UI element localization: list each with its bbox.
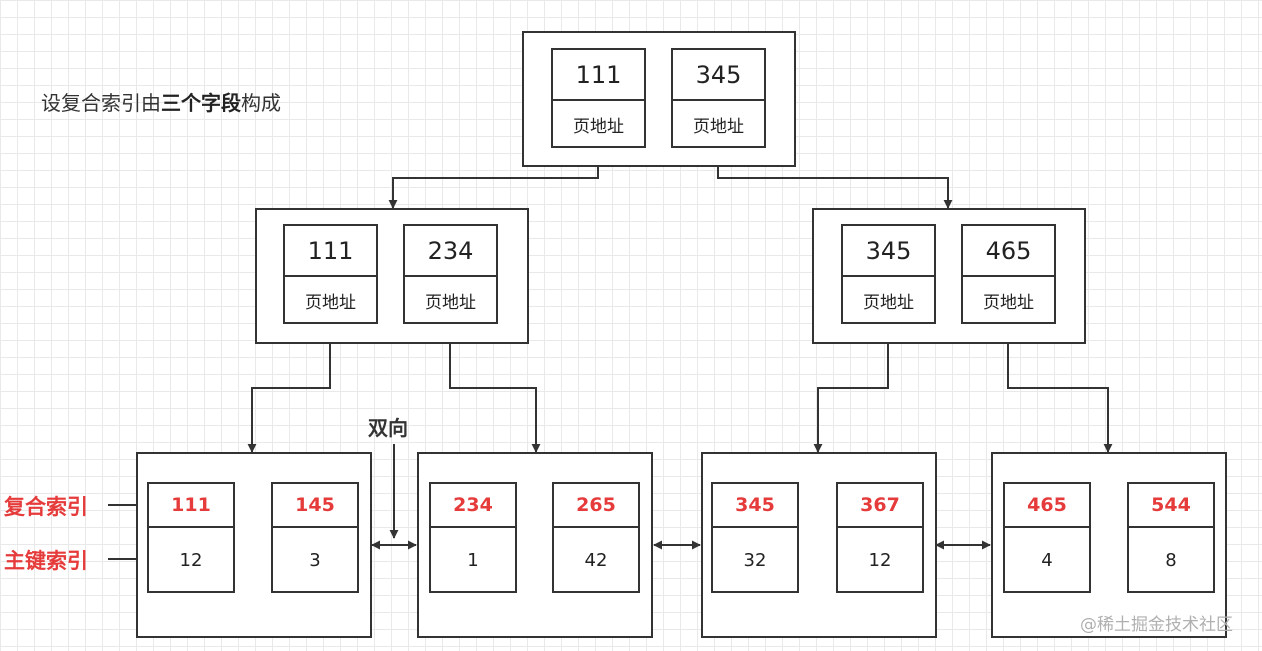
root-key-2: 345: [673, 50, 764, 101]
leaf-3-entry-1: 345 32: [711, 482, 799, 593]
internal-left-entry-1: 111 页地址: [283, 224, 378, 324]
leaf-2-entry-1: 234 1: [429, 482, 517, 593]
title-suffix: 构成: [241, 91, 281, 115]
leaf-2-primary-key-2: 42: [584, 550, 608, 571]
leaf-3-primary-key-2: 12: [868, 550, 892, 571]
internal-left-key-1: 111: [285, 226, 376, 277]
root-page-address-1: 页地址: [573, 117, 624, 137]
leaf-1-primary-key-1: 12: [179, 550, 203, 571]
leaf-2-index-key-2: 265: [554, 484, 638, 528]
internal-left-key-2: 234: [405, 226, 496, 277]
root-entry-1: 111 页地址: [551, 48, 646, 148]
watermark: @稀土掘金技术社区: [1080, 615, 1233, 635]
root-entry-2: 345 页地址: [671, 48, 766, 148]
leaf-4-entry-1: 465 4: [1003, 482, 1091, 593]
pointer-internal-3-to-leaf-3: [813, 323, 889, 453]
internal-right-page-address-1: 页地址: [863, 293, 914, 313]
leaf-3-entry-2: 367 12: [836, 482, 924, 593]
bidirectional-label: 双向: [368, 416, 408, 440]
diagram-title: 设复合索引由三个字段构成: [41, 87, 281, 116]
internal-right-key-1: 345: [843, 226, 934, 277]
leaf-1-entry-1: 111 12: [147, 482, 235, 593]
internal-left-entry-2: 234 页地址: [403, 224, 498, 324]
internal-right-page-address-2: 页地址: [983, 293, 1034, 313]
leaf-2-index-key-1: 234: [431, 484, 515, 528]
leaf-4-entry-2: 544 8: [1127, 482, 1215, 593]
leaf-4-index-key-2: 544: [1129, 484, 1213, 528]
leaf-4-primary-key-2: 8: [1165, 550, 1177, 571]
root-key-1: 111: [553, 50, 644, 101]
pointer-internal-1-to-leaf-1: [247, 323, 331, 453]
title-bold: 三个字段: [161, 91, 241, 115]
leaf-2-primary-key-1: 1: [467, 550, 479, 571]
leaf-3-index-key-1: 345: [713, 484, 797, 528]
leaf-1-entry-2: 145 3: [271, 482, 359, 593]
primary-key-index-label: 主键索引: [4, 549, 88, 573]
pointer-internal-2-to-leaf-2: [449, 323, 541, 453]
composite-index-label: 复合索引: [4, 495, 88, 519]
leaf-1-index-key-2: 145: [273, 484, 357, 528]
pointer-internal-4-to-leaf-4: [1007, 323, 1113, 453]
leaf-4-index-key-1: 465: [1005, 484, 1089, 528]
leaf-2-entry-2: 265 42: [552, 482, 640, 593]
internal-left-page-address-1: 页地址: [305, 293, 356, 313]
leaf-3-primary-key-1: 32: [743, 550, 767, 571]
internal-right-key-2: 465: [963, 226, 1054, 277]
root-page-address-2: 页地址: [693, 117, 744, 137]
title-prefix: 设复合索引由: [41, 91, 161, 115]
leaf-3-index-key-2: 367: [838, 484, 922, 528]
leaf-1-primary-key-2: 3: [309, 550, 321, 571]
internal-left-page-address-2: 页地址: [425, 293, 476, 313]
leaf-1-index-key-1: 111: [149, 484, 233, 528]
leaf-4-primary-key-1: 4: [1041, 550, 1053, 571]
internal-right-entry-1: 345 页地址: [841, 224, 936, 324]
internal-right-entry-2: 465 页地址: [961, 224, 1056, 324]
